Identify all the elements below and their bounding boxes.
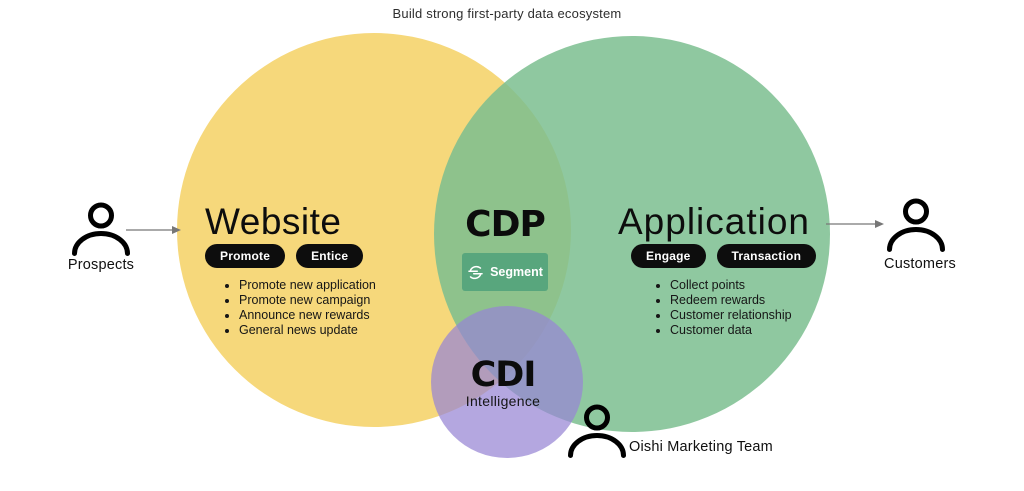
customers-person-icon [887, 198, 945, 257]
pill-entice: Entice [296, 244, 364, 268]
application-pill-row: Engage Transaction [631, 244, 848, 268]
website-section: Website Promote Entice Promote new appli… [205, 201, 435, 338]
customers-label: Customers [884, 256, 956, 272]
cdp-title: CDP [465, 204, 546, 245]
list-item: Redeem rewards [670, 293, 848, 308]
list-item: Customer data [670, 323, 848, 338]
cdp-section: CDP Segment [405, 207, 605, 291]
pill-transaction: Transaction [716, 244, 817, 268]
list-item: Promote new application [239, 278, 435, 293]
prospects-to-website-arrow [126, 223, 184, 242]
pill-promote: Promote [205, 244, 286, 268]
application-to-customers-arrow [826, 217, 888, 236]
website-bullet-list: Promote new application Promote new camp… [217, 278, 435, 338]
prospects-person-icon [72, 202, 130, 261]
list-item: Customer relationship [670, 308, 848, 323]
pill-engage: Engage [631, 244, 706, 268]
application-bullet-list: Collect points Redeem rewards Customer r… [648, 278, 848, 338]
marketing-team-person-icon [568, 404, 626, 463]
marketing-team-label: Oishi Marketing Team [629, 439, 773, 455]
website-pill-row: Promote Entice [205, 244, 435, 268]
segment-logo-icon [467, 264, 484, 281]
prospects-label: Prospects [67, 257, 135, 273]
list-item: Announce new rewards [239, 308, 435, 323]
application-section: Application Engage Transaction Collect p… [618, 201, 848, 338]
cdi-circle [431, 306, 583, 458]
list-item: Collect points [670, 278, 848, 293]
cdi-title: CDI [470, 355, 537, 395]
cdi-section: CDI Intelligence [423, 355, 583, 410]
segment-badge: Segment [462, 253, 548, 291]
cdi-subtitle: Intelligence [465, 393, 541, 409]
diagram-title: Build strong first-party data ecosystem [392, 6, 622, 21]
list-item: Promote new campaign [239, 293, 435, 308]
website-title: Website [205, 201, 342, 242]
list-item: General news update [239, 323, 435, 338]
segment-badge-label: Segment [490, 265, 543, 279]
application-title: Application [618, 201, 811, 242]
